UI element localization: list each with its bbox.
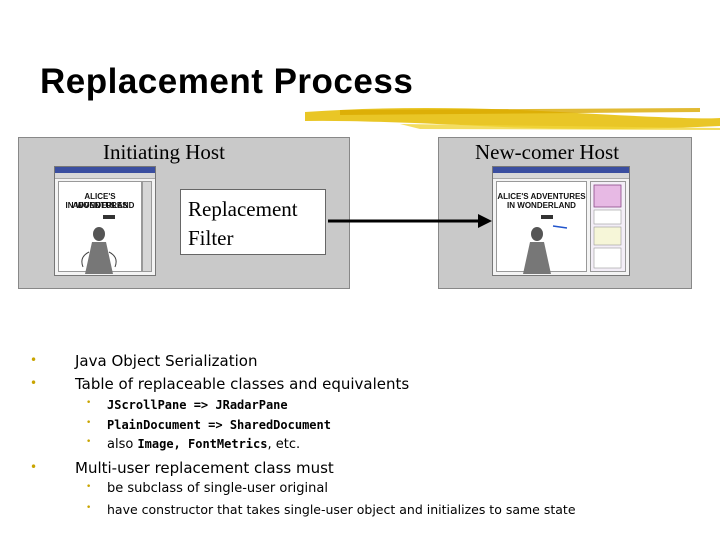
book-title-line2: IN WONDERLAND: [507, 201, 576, 210]
initiating-host-screenshot: ALICE'S ADVENTURES IN WONDERLAND: [54, 166, 156, 276]
replacement-filter-label: Replacement Filter: [188, 195, 298, 253]
sub-bullet-code: Image, FontMetrics: [137, 437, 268, 451]
document-area: ALICE'S ADVENTURES IN WONDERLAND: [496, 181, 587, 274]
sub-bullet-item: also Image, FontMetrics, etc.: [107, 437, 300, 452]
book-title-line1: ALICE'S ADVENTURES: [72, 192, 128, 210]
bullet-marker: •: [30, 353, 38, 367]
radar-pane: [590, 181, 626, 272]
window-menubar: [493, 173, 629, 179]
filter-label-line2: Filter: [188, 226, 234, 250]
replacement-filter-box: Replacement Filter: [180, 189, 326, 255]
sub-bullet-marker: •: [86, 437, 92, 447]
sub-bullet-text: , etc.: [267, 437, 301, 452]
bullet-item: Table of replaceable classes and equival…: [75, 375, 410, 393]
book-title-line2: IN WONDERLAND: [65, 201, 135, 210]
sub-bullet-item: have constructor that takes single-user …: [107, 502, 576, 517]
window-titlebar: [493, 167, 629, 173]
sub-bullet-text: also: [107, 437, 138, 452]
alice-illustration: [523, 215, 568, 274]
alice-illustration: [81, 215, 117, 274]
filter-label-line1: Replacement: [188, 197, 298, 221]
sub-bullet-marker: •: [86, 398, 92, 408]
initiating-host-label: Initiating Host: [103, 140, 225, 164]
newcomer-host-label: New-comer Host: [475, 140, 620, 164]
bullet-item: Java Object Serialization: [75, 352, 258, 370]
sub-bullet-item: be subclass of single-user original: [107, 481, 328, 496]
book-title-line1: ALICE'S ADVENTURES: [497, 192, 586, 201]
scrollbar: [142, 181, 152, 272]
sub-bullet-item: PlainDocument => SharedDocument: [107, 418, 331, 432]
window-menubar: [55, 173, 155, 179]
bullet-item: Multi-user replacement class must: [75, 459, 334, 477]
sub-bullet-marker: •: [86, 503, 92, 513]
page-title: Replacement Process: [40, 62, 414, 101]
bullet-marker: •: [30, 376, 38, 390]
sub-bullet-marker: •: [86, 482, 92, 492]
window-titlebar: [55, 167, 155, 173]
radar-thumbnails: [593, 184, 622, 269]
document-area: ALICE'S ADVENTURES IN WONDERLAND: [58, 181, 142, 274]
sub-bullet-item: JScrollPane => JRadarPane: [107, 398, 288, 412]
newcomer-host-screenshot: ALICE'S ADVENTURES IN WONDERLAND: [492, 166, 630, 276]
bullet-marker: •: [30, 460, 38, 474]
sub-bullet-marker: •: [86, 418, 92, 428]
